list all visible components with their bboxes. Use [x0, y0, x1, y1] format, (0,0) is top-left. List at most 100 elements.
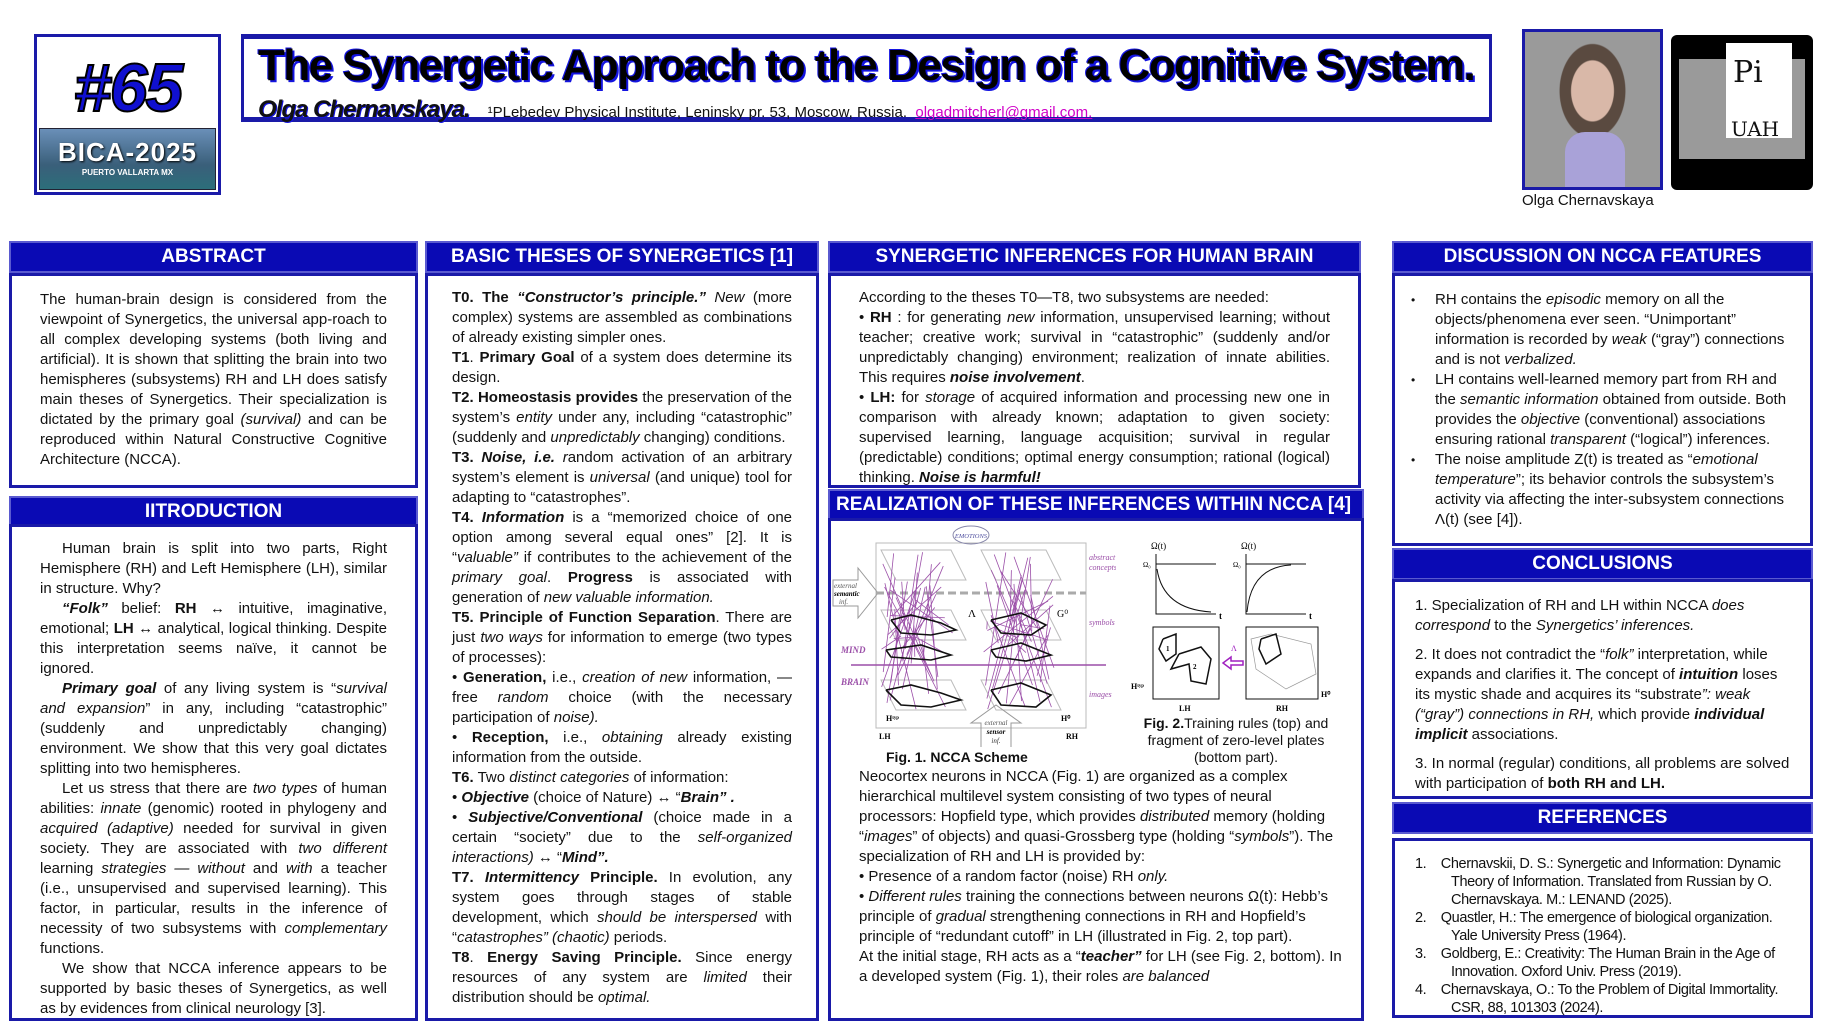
- discussion-heading: DISCUSSION ON NCCA FEATURES: [1392, 241, 1813, 273]
- fig1-connection-line: [910, 572, 918, 664]
- paragraph: 3. In normal (regular) conditions, all p…: [1415, 755, 1790, 792]
- paragraph: T3. Noise, i.e. random activation of an …: [452, 449, 792, 506]
- fig1-connection-line: [882, 563, 935, 682]
- fig2-caption-label: Fig. 2.: [1143, 715, 1185, 731]
- inferences-heading: SYNERGETIC INFERENCES FOR HUMAN BRAIN: [828, 241, 1361, 273]
- paragraph: Neocortex neurons in NCCA (Fig. 1) are o…: [859, 768, 1334, 865]
- email-link[interactable]: olgadmitcherl@gmail.com.: [915, 104, 1093, 121]
- fig1-label-ext-sem-3: inf.: [839, 598, 848, 606]
- references-list: 1. Chernavskii, D. S.: Synergetic and In…: [1415, 855, 1794, 1016]
- fig1-label-mind: MIND: [840, 645, 866, 655]
- reference-item: 2. Quastler, H.: The emergence of biolog…: [1415, 910, 1773, 944]
- fig2-label-h0: H⁰: [1321, 690, 1331, 699]
- fig1-connection-line: [882, 577, 896, 673]
- fig1-connection-line: [890, 602, 903, 683]
- paragraph: T2. Homeostasis provides the preservatio…: [452, 389, 792, 446]
- title-box: The Synergetic Approach to the Design of…: [241, 34, 1492, 124]
- paragraph: RH contains the episodic memory on all t…: [1409, 290, 1790, 370]
- abstract-section: The human-brain design is considered fro…: [9, 273, 418, 488]
- fig1-connection-line: [1009, 570, 1012, 619]
- affiliation: ¹PLebedev Physical Institute, Leninsky p…: [487, 104, 908, 121]
- conference-logo-location: PUERTO VALLARTA MX: [81, 168, 174, 177]
- paragraph: We show that NCCA inference appears to b…: [40, 960, 387, 1017]
- paragraph: • LH: for storage of acquired informatio…: [859, 389, 1330, 486]
- fig1-connection-line: [1005, 616, 1016, 704]
- poster-number: #65: [73, 49, 184, 127]
- paragraph: • Generation, i.e., creation of new info…: [452, 669, 792, 726]
- paragraph: The human-brain design is considered fro…: [40, 291, 387, 468]
- fig1-label-ext-sen-3: inf.: [991, 737, 1000, 745]
- fig1-connection-line: [881, 635, 902, 650]
- introduction-section: Human brain is split into two parts, Rig…: [9, 524, 418, 1021]
- fig2-label-omega0-2: Ω₀: [1233, 561, 1241, 569]
- fig1-ncca-scheme: EMOTIONS abstract concepts symbols image…: [832, 525, 1116, 747]
- fig1-connection-line: [895, 597, 905, 618]
- fig1-label-ext-sen-2: sensor: [986, 728, 1006, 736]
- reference-item: 3. Goldberg, E.: Creativity: The Human B…: [1415, 946, 1775, 980]
- fig2-label-2: 2: [1193, 663, 1197, 671]
- fig1-label-rh: RH: [1066, 732, 1079, 741]
- author-line: Olga Chernavskaya. ¹PLebedev Physical In…: [258, 96, 1092, 124]
- author-photo: [1522, 29, 1663, 190]
- fig2-label-rh: RH: [1276, 704, 1289, 713]
- paragraph: • RH : for generating new information, u…: [859, 309, 1330, 386]
- fig1-label-ext-sem-2: semantic: [833, 590, 860, 598]
- fig1-connection-line: [985, 581, 999, 644]
- conference-logo-name: BICA-2025: [57, 137, 198, 167]
- conclusions-section: 1. Specialization of RH and LH within NC…: [1392, 579, 1813, 799]
- institute-logo: Pi UAH: [1671, 35, 1813, 190]
- paragraph: 2. It does not contradict the “folk” int…: [1415, 646, 1778, 743]
- fig1-label-ext-sem-1: external: [834, 582, 857, 590]
- fig1-connection-line: [1030, 563, 1033, 632]
- institute-logo-bottom: UAH: [1731, 117, 1780, 141]
- fig2-label-1: 1: [1166, 645, 1170, 653]
- fig1-connection-line: [886, 553, 895, 618]
- paragraph: The noise amplitude Z(t) is treated as “…: [1409, 450, 1790, 530]
- poster-title: The Synergetic Approach to the Design of…: [258, 41, 1476, 90]
- paragraph: T0. The “Constructor’s principle.” New (…: [452, 289, 793, 346]
- conclusions-list: 1. Specialization of RH and LH within NC…: [1415, 596, 1790, 794]
- paragraph: T5. Principle of Function Separation. Th…: [452, 609, 792, 666]
- fig1-connection-line: [1030, 594, 1050, 680]
- discussion-section: RH contains the episodic memory on all t…: [1392, 273, 1813, 546]
- introduction-heading: IITRODUCTION: [9, 496, 418, 528]
- fig1-connection-line: [884, 583, 917, 710]
- fig1-connection-line: [1005, 604, 1054, 648]
- inferences-section: According to the theses T0—T8, two subsy…: [828, 273, 1361, 488]
- reference-item: 1. Chernavskii, D. S.: Synergetic and In…: [1415, 856, 1781, 908]
- fig2-label-lh: LH: [1179, 704, 1191, 713]
- paragraph: • Different rules training the connectio…: [859, 888, 1328, 945]
- paragraph: Human brain is split into two parts, Rig…: [40, 540, 387, 597]
- fig2-label-t-1: t: [1219, 611, 1222, 621]
- fig1-connection-line: [925, 586, 939, 678]
- fig1-label-concepts: concepts: [1089, 563, 1116, 572]
- references-heading: REFERENCES: [1392, 802, 1813, 834]
- fig1-connection-line: [1017, 613, 1041, 702]
- fig1-connection-line: [921, 639, 930, 694]
- realization-heading: REALIZATION OF THESE INFERENCES WITHIN N…: [828, 489, 1364, 521]
- author-name: Olga Chernavskaya.: [258, 96, 470, 123]
- fig2-caption: Fig. 2.Training rules (top) and fragment…: [1131, 715, 1341, 766]
- fig2-label-omega-1: Ω(t): [1151, 541, 1166, 551]
- paragraph: Primary goal of any living system is “su…: [40, 680, 387, 777]
- fig1-connection-line: [914, 599, 949, 626]
- reference-item: 4. Chernavskaya, O.: To the Problem of D…: [1415, 982, 1779, 1016]
- conclusions-heading: CONCLUSIONS: [1392, 548, 1813, 580]
- discussion-list: RH contains the episodic memory on all t…: [1409, 290, 1790, 530]
- paragraph: “Folk” belief: RH ↔ intuitive, imaginati…: [40, 600, 388, 677]
- fig1-connection-line: [997, 628, 1031, 695]
- fig1-label-emotions: EMOTIONS: [954, 533, 988, 540]
- paragraph: Let us stress that there are two types o…: [40, 780, 387, 957]
- fig1-connection-line: [901, 581, 906, 631]
- paragraph: • Reception, i.e., obtaining already exi…: [452, 729, 792, 766]
- fig2-label-omega-2: Ω(t): [1241, 541, 1256, 551]
- photo-caption: Olga Chernavskaya: [1522, 192, 1654, 209]
- fig2-label-t-2: t: [1309, 611, 1312, 621]
- fig1-connection-line: [1013, 583, 1022, 702]
- paragraph: • Presence of a random factor (noise) RH…: [859, 868, 1169, 885]
- paragraph: • Subjective/Conventional (choice made i…: [452, 809, 792, 866]
- fig1-connection-line: [889, 589, 953, 634]
- theses-heading: BASIC THESES OF SYNERGETICS [1]: [425, 241, 819, 273]
- fig1-connection-line: [990, 615, 1026, 707]
- paragraph: At the initial stage, RH acts as a “teac…: [859, 948, 1342, 985]
